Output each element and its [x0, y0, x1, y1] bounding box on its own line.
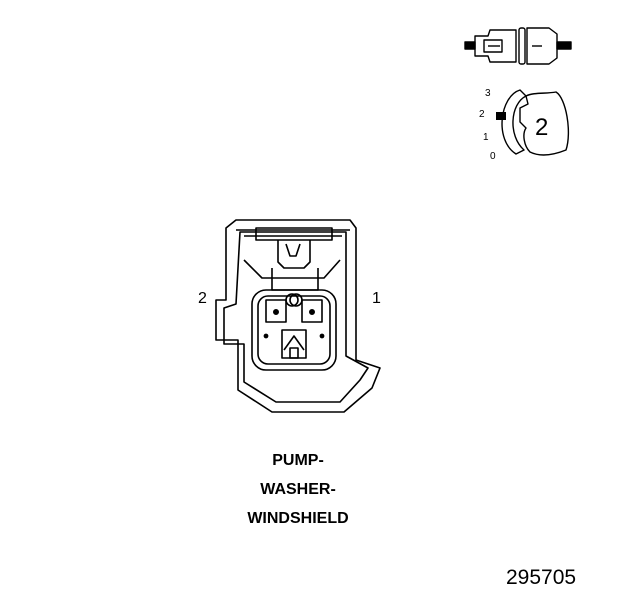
caption-line-2: WASHER- — [260, 481, 336, 498]
position-selected-digit: 2 — [535, 114, 549, 141]
figure-number: 295705 — [506, 566, 577, 589]
caption-line-1: PUMP- — [272, 452, 324, 469]
pin-label-1: 1 — [372, 290, 381, 307]
position-scale-3: 3 — [485, 88, 491, 99]
position-scale-1: 1 — [483, 132, 489, 143]
caption-line-3: WINDSHIELD — [247, 510, 349, 527]
connector-front-view — [215, 219, 381, 413]
position-scale-2: 2 — [479, 109, 485, 120]
connector-side-view-icon — [464, 27, 572, 65]
position-scale-0: 0 — [490, 151, 496, 162]
pin-label-2: 2 — [198, 290, 207, 307]
position-indicator-icon — [496, 89, 570, 156]
